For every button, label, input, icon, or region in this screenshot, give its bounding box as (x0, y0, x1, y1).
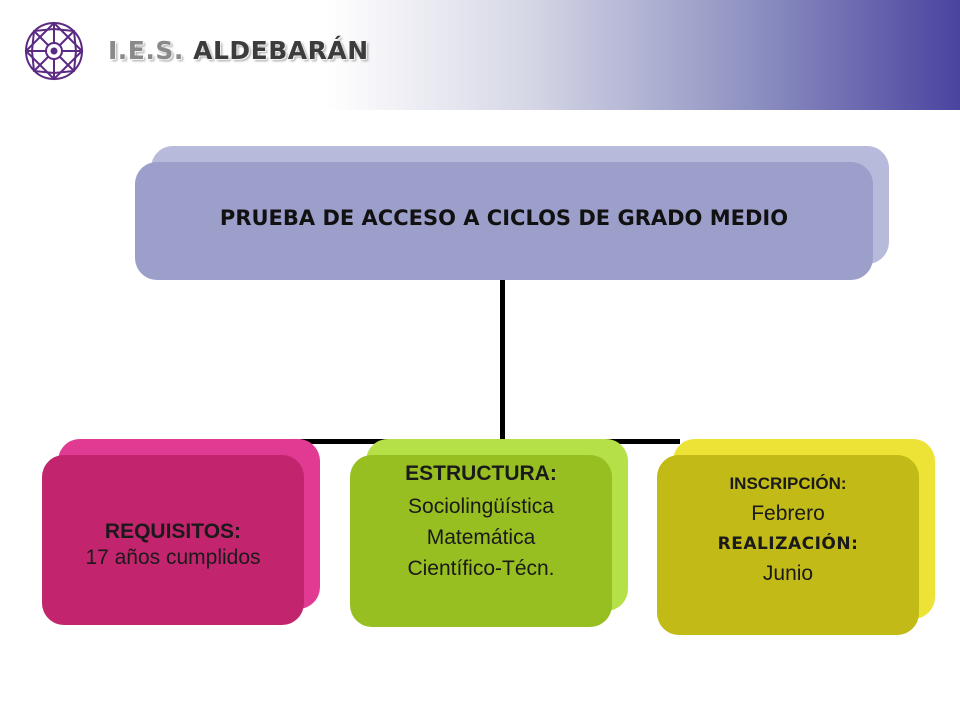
estructura-line: Matemática (426, 526, 536, 549)
requisitos-node-face: REQUISITOS: 17 años cumplidos (42, 455, 304, 625)
star-rosette-logo-icon (24, 21, 84, 81)
estructura-line: Científico-Técn. (407, 557, 555, 580)
brand-name: ALDEBARÁN (193, 36, 369, 65)
realizacion-value: Junio (762, 562, 814, 585)
brand-prefix: I.E.S. (108, 36, 194, 65)
estructura-title: ESTRUCTURA: (405, 462, 557, 485)
requisitos-node: REQUISITOS: 17 años cumplidos (42, 439, 320, 625)
estructura-node-face: ESTRUCTURA: Sociolingüística Matemática … (350, 455, 612, 627)
root-node: PRUEBA DE ACCESO A CICLOS DE GRADO MEDIO (135, 146, 889, 280)
realizacion-title: REALIZACIÓN: (717, 534, 859, 554)
requisitos-line: 17 años cumplidos (85, 546, 261, 569)
inscripcion-title: INSCRIPCIÓN: (729, 474, 847, 493)
requisitos-title: REQUISITOS: (104, 520, 242, 543)
header-band (0, 0, 960, 110)
root-node-face: PRUEBA DE ACCESO A CICLOS DE GRADO MEDIO (135, 162, 873, 280)
connector-vertical (500, 278, 505, 444)
inscripcion-node: INSCRIPCIÓN: Febrero REALIZACIÓN: Junio (657, 439, 935, 635)
root-node-label: PRUEBA DE ACCESO A CICLOS DE GRADO MEDIO (219, 206, 789, 230)
inscripcion-value: Febrero (751, 502, 825, 525)
brand-title: I.E.S. ALDEBARÁN (108, 36, 369, 65)
estructura-line: Sociolingüística (408, 495, 554, 518)
inscripcion-node-face: INSCRIPCIÓN: Febrero REALIZACIÓN: Junio (657, 455, 919, 635)
estructura-node: ESTRUCTURA: Sociolingüística Matemática … (350, 439, 628, 627)
